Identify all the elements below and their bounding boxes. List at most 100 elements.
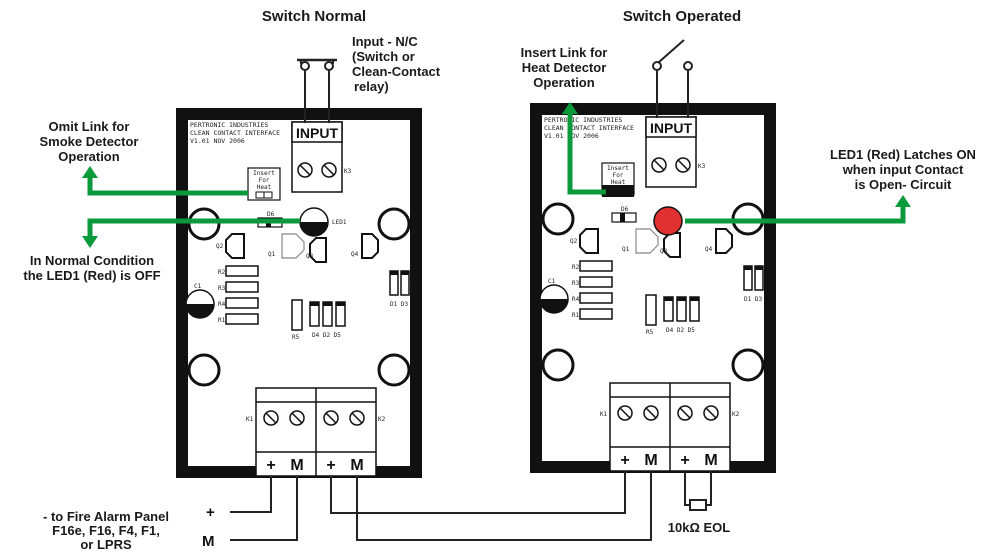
label-led-latches-line3: is Open- Circuit — [855, 177, 952, 192]
board-left-k2: K2 — [378, 416, 386, 423]
label-led-latches: LED1 (Red) Latches ON when input Contact… — [830, 147, 976, 192]
link-label-3: Heat — [257, 184, 272, 191]
label-omit-link-line2: Smoke Detector — [40, 134, 139, 149]
link-label-3: Heat — [611, 179, 626, 186]
arrow-led-latches — [685, 206, 906, 224]
board-right-d4d2d5: D4 D2 D5 — [666, 327, 695, 334]
board-left-term-m-2: M — [350, 457, 363, 474]
link-label-2: For — [613, 172, 624, 179]
board-right-product: CLEAN CONTACT INTERFACE — [544, 124, 634, 132]
arrow-led-latches-head — [895, 195, 911, 207]
header-switch-operated: Switch Operated — [623, 8, 741, 25]
label-fire-panel-line3: or LPRS — [80, 537, 132, 552]
label-panel-m: M — [202, 533, 215, 550]
board-left-d6: D6 — [267, 211, 275, 218]
board-right-k3: K3 — [698, 163, 706, 170]
board-left-term-m-1: M — [290, 457, 303, 474]
arrow-normal-condition-head — [82, 236, 98, 248]
board-right-q3: Q3 — [660, 248, 668, 255]
header-switch-normal: Switch Normal — [262, 8, 366, 25]
arrow-insert-link — [567, 113, 606, 195]
label-normal-condition: In Normal Condition the LED1 (Red) is OF… — [23, 253, 160, 283]
board-left-r3: R3 — [218, 285, 226, 292]
board-left-link-header: Insert For Heat — [247, 167, 281, 201]
arrow-omit-link-head — [82, 166, 98, 178]
board-left-r2: R2 — [218, 269, 226, 276]
output-wiring — [230, 471, 712, 541]
board-left-version: V1.01 NOV 2006 — [190, 137, 245, 145]
board-right-maker: PERTRONIC INDUSTRIES — [544, 116, 622, 124]
label-input-nc-line1: Input - N/C — [352, 34, 418, 49]
label-fire-panel-line1: - to Fire Alarm Panel — [43, 509, 169, 524]
board-left-d1d3: D1 D3 — [390, 301, 408, 308]
board-right-k1: K1 — [600, 411, 608, 418]
board-right: PERTRONIC INDUSTRIES CLEAN CONTACT INTER… — [528, 101, 778, 475]
label-input-nc: Input - N/C (Switch or Clean-Contact rel… — [352, 34, 441, 94]
board-right-d1d3: D1 D3 — [744, 296, 762, 303]
arrow-insert-link-head — [562, 102, 578, 114]
board-right-r2: R2 — [572, 264, 580, 271]
label-insert-link-line2: Heat Detector — [522, 60, 607, 75]
left-input-link — [297, 58, 337, 123]
arrow-normal-condition — [87, 218, 300, 237]
board-left-q4: Q4 — [351, 251, 359, 258]
board-left-term-plus-2: + — [326, 457, 335, 474]
board-right-term-m-2: M — [704, 452, 717, 469]
arrow-omit-link — [87, 177, 248, 196]
label-omit-link: Omit Link for Smoke Detector Operation — [40, 119, 139, 164]
label-panel-plus: + — [206, 504, 215, 521]
board-right-r4: R4 — [572, 296, 580, 303]
label-led-latches-line1: LED1 (Red) Latches ON — [830, 147, 976, 162]
label-omit-link-line1: Omit Link for — [49, 119, 130, 134]
board-right-term-m-1: M — [644, 452, 657, 469]
board-right-term-plus-2: + — [680, 452, 689, 469]
right-input-switch-open — [652, 39, 693, 118]
label-input-nc-line3: Clean-Contact — [352, 64, 441, 79]
label-fire-panel: - to Fire Alarm Panel F16e, F16, F4, F1,… — [43, 509, 169, 552]
board-right-r5: R5 — [646, 329, 654, 336]
board-left-maker: PERTRONIC INDUSTRIES — [190, 121, 268, 129]
board-left-led-label: LED1 — [332, 219, 347, 226]
board-right-r3: R3 — [572, 280, 580, 287]
board-right-led1-lit — [653, 206, 683, 236]
board-left-k1: K1 — [246, 416, 254, 423]
link-label-1: Insert — [607, 165, 629, 172]
label-insert-link-line3: Operation — [533, 75, 594, 90]
label-led-latches-line2: when input Contact — [842, 162, 964, 177]
label-normal-condition-line2: the LED1 (Red) is OFF — [23, 268, 160, 283]
board-left-r4: R4 — [218, 301, 226, 308]
board-right-r1: R1 — [572, 312, 580, 319]
label-insert-link-line1: Insert Link for — [521, 45, 608, 60]
label-insert-link: Insert Link for Heat Detector Operation — [521, 45, 608, 90]
board-left-input-label: INPUT — [296, 125, 338, 141]
board-left-c1: C1 — [194, 283, 202, 290]
board-left-term-plus-1: + — [266, 457, 275, 474]
label-normal-condition-line1: In Normal Condition — [30, 253, 154, 268]
board-right-jumper — [602, 185, 634, 197]
board-left: PERTRONIC INDUSTRIES CLEAN CONTACT INTER… — [174, 106, 424, 480]
label-input-nc-line4: relay) — [354, 79, 389, 94]
label-fire-panel-line2: F16e, F16, F4, F1, — [52, 523, 160, 538]
board-right-q1: Q1 — [622, 246, 630, 253]
board-left-d4d2d5: D4 D2 D5 — [312, 332, 341, 339]
board-left-q1: Q1 — [268, 251, 276, 258]
board-left-r1: R1 — [218, 317, 226, 324]
link-label-2: For — [259, 177, 270, 184]
board-right-d6: D6 — [621, 206, 629, 213]
board-left-k3: K3 — [344, 168, 352, 175]
board-right-term-plus-1: + — [620, 452, 629, 469]
label-omit-link-line3: Operation — [58, 149, 119, 164]
board-right-q2: Q2 — [570, 238, 578, 245]
label-eol-resistor: 10kΩ EOL — [668, 520, 731, 535]
label-input-nc-line2: (Switch or — [352, 49, 415, 64]
board-right-c1: C1 — [548, 278, 556, 285]
board-left-q3: Q3 — [306, 253, 314, 260]
board-left-product: CLEAN CONTACT INTERFACE — [190, 129, 280, 137]
board-right-q4: Q4 — [705, 246, 713, 253]
board-left-r5: R5 — [292, 334, 300, 341]
board-left-q2: Q2 — [216, 243, 224, 250]
board-right-link-header: Insert For Heat — [601, 162, 635, 197]
link-label-1: Insert — [253, 170, 275, 177]
board-right-k2: K2 — [732, 411, 740, 418]
